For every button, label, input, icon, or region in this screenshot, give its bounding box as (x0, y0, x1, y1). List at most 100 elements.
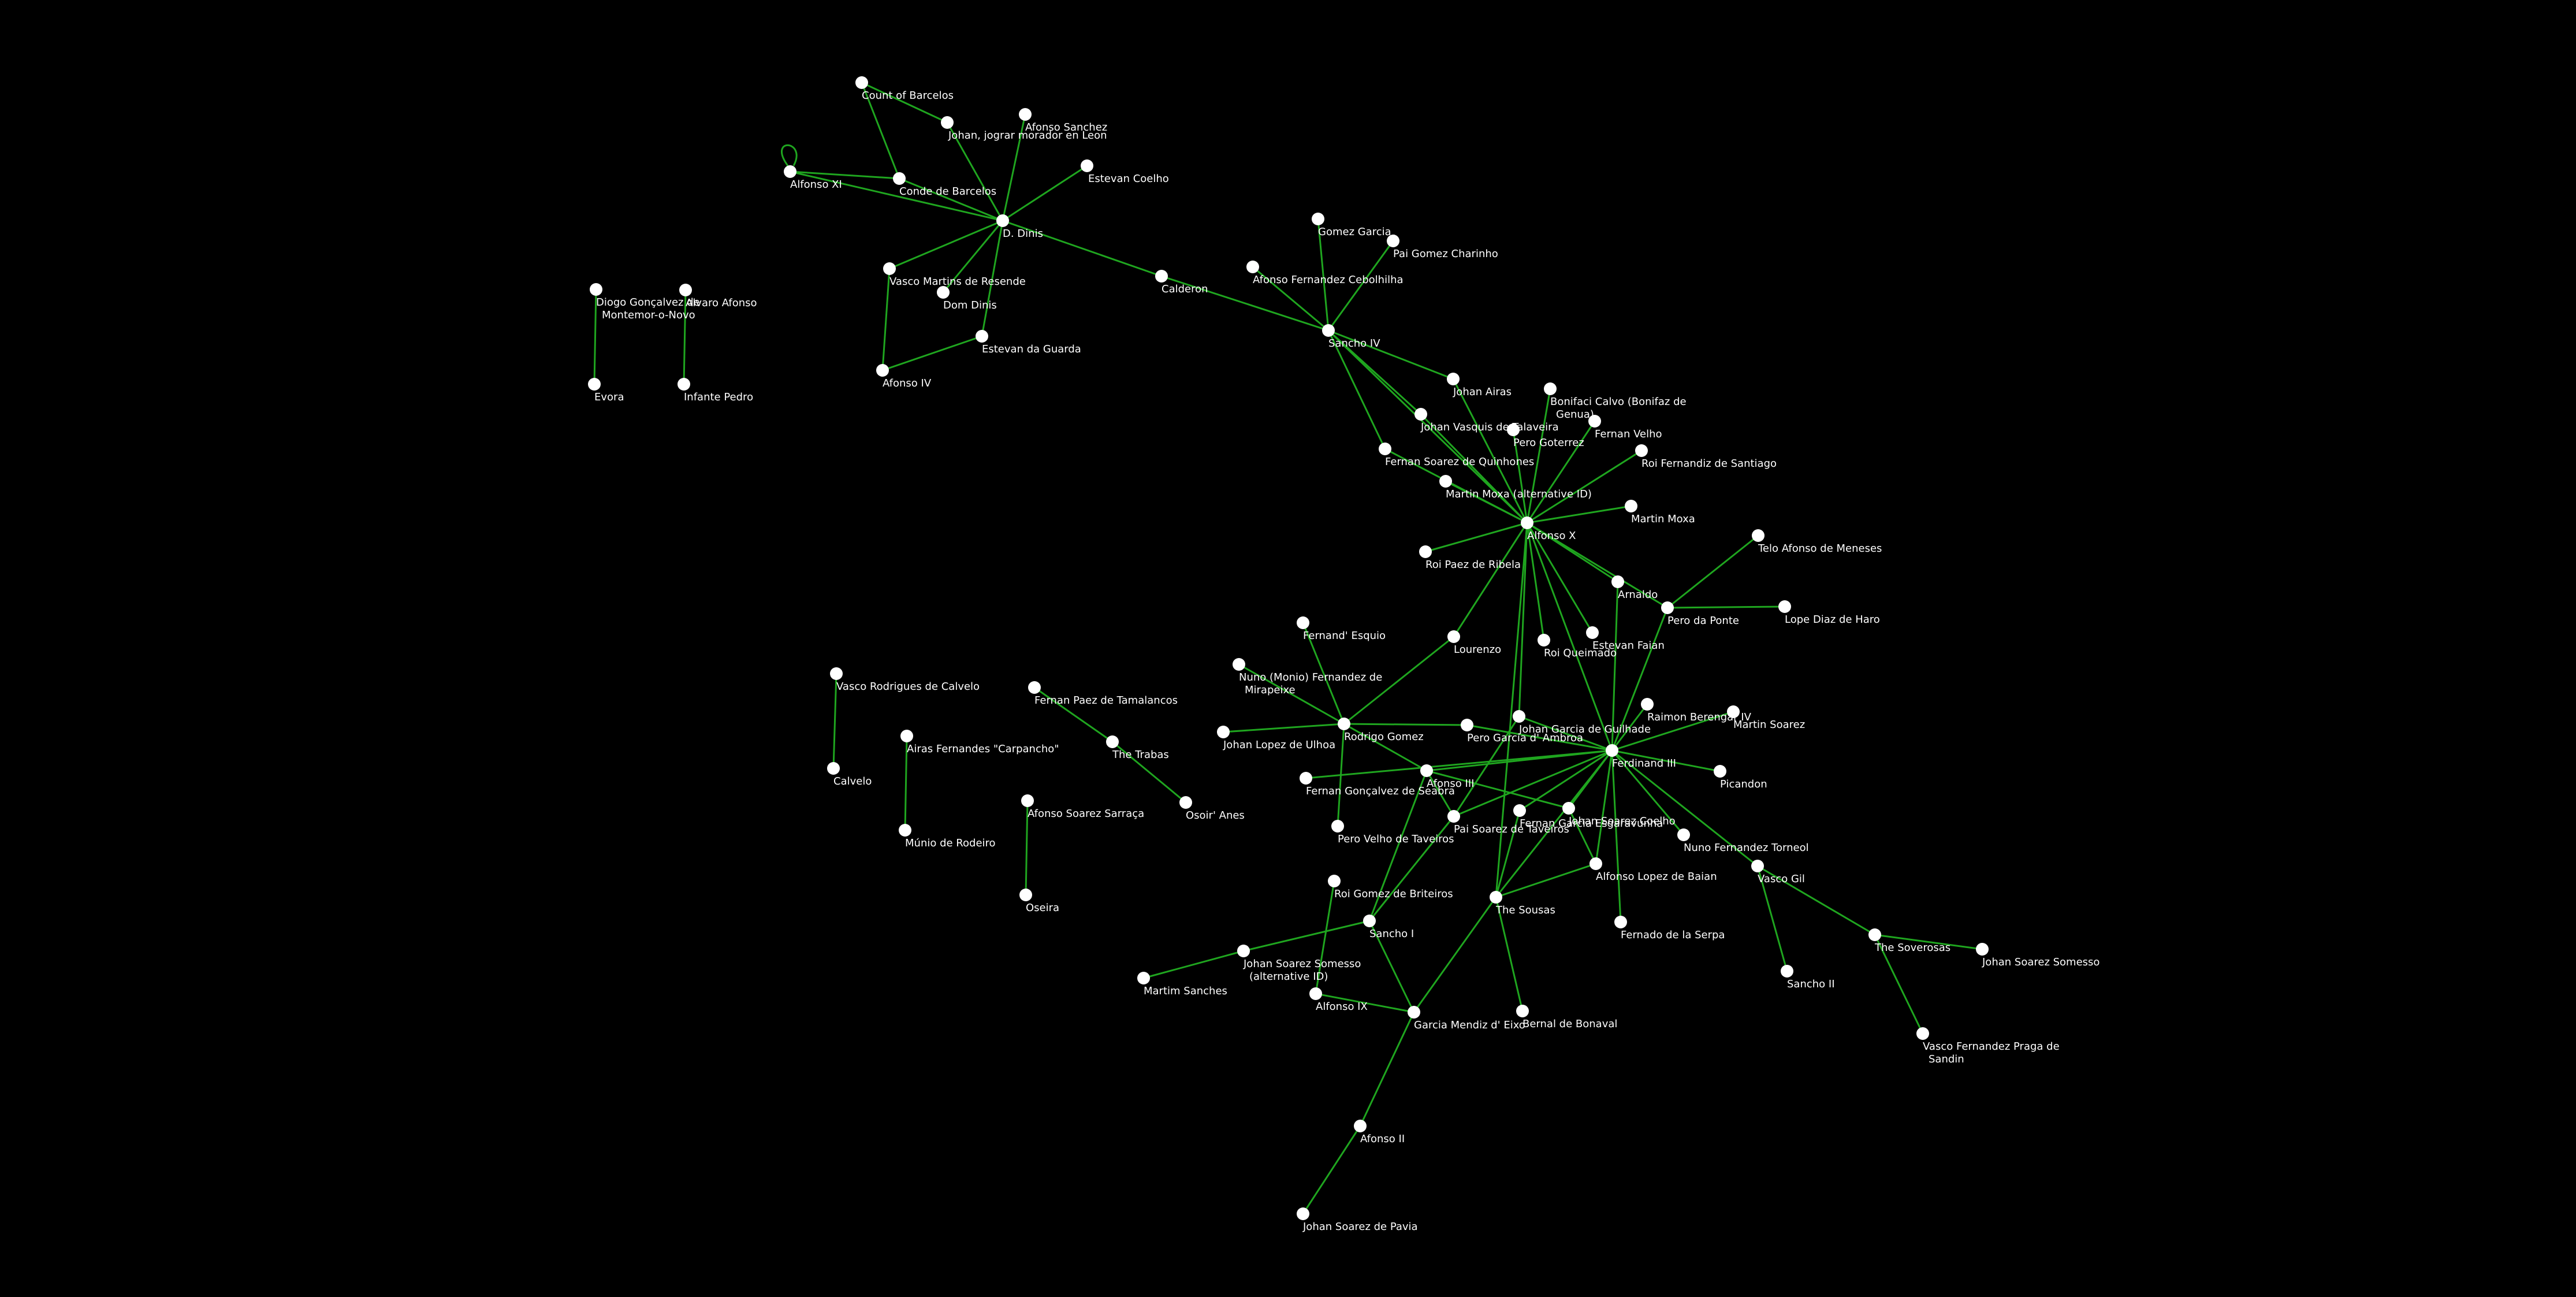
graph-node-fernan-garcia[interactable]: Fernan Garcia Esgaravunha (1513, 804, 1663, 830)
graph-node-johan-somesso-alt[interactable]: Johan Soarez Somesso(alternative ID) (1237, 945, 1361, 983)
node-dot[interactable] (590, 283, 602, 296)
graph-node-johan-airas[interactable]: Johan Airas (1447, 373, 1512, 398)
graph-node-pai-taveiros[interactable]: Pai Soarez de Taveiros (1447, 810, 1569, 835)
graph-node-sancho-ii[interactable]: Sancho II (1781, 965, 1835, 990)
graph-node-the-soverosas[interactable]: The Soverosas (1868, 928, 1950, 954)
graph-node-alvaro[interactable]: Alvaro Afonso (679, 284, 757, 309)
node-dot[interactable] (1588, 415, 1601, 428)
node-dot[interactable] (1490, 891, 1502, 904)
graph-node-pero-velho[interactable]: Pero Velho de Taveiros (1331, 820, 1454, 845)
node-dot[interactable] (1606, 744, 1618, 757)
node-dot[interactable] (1538, 634, 1550, 646)
node-dot[interactable] (677, 378, 690, 391)
graph-node-oseira[interactable]: Oseira (1019, 889, 1059, 914)
graph-node-munio-rodeiro[interactable]: Múnio de Rodeiro (899, 824, 996, 849)
graph-node-martin-soarez[interactable]: Martin Soarez (1727, 705, 1805, 731)
graph-node-pero-garcia[interactable]: Pero Garcia d' Ambroa (1461, 719, 1583, 744)
graph-node-roi-fernandiz[interactable]: Roi Fernandiz de Santiago (1635, 444, 1777, 470)
graph-node-estevan-guarda[interactable]: Estevan da Guarda (976, 330, 1081, 355)
graph-node-pai-gomez[interactable]: Pai Gomez Charinho (1387, 235, 1498, 260)
graph-node-afonso-iv[interactable]: Afonso IV (876, 364, 932, 389)
graph-node-martin-moxa[interactable]: Martin Moxa (1625, 500, 1695, 525)
graph-node-johan-guilhade[interactable]: Johan Garcia de Guilhade (1513, 710, 1651, 735)
node-dot[interactable] (1447, 373, 1460, 385)
node-dot[interactable] (1363, 915, 1376, 927)
node-dot[interactable] (899, 824, 911, 837)
node-dot[interactable] (1408, 1006, 1420, 1019)
node-dot[interactable] (1081, 159, 1093, 172)
graph-node-fernan-quinhones[interactable]: Fernan Soarez de Quinhones (1379, 443, 1534, 468)
graph-node-johan-jograr[interactable]: Johan, jograr morador en Leon (941, 116, 1107, 142)
graph-node-osoir-anes[interactable]: Osoir' Anes (1179, 796, 1245, 822)
node-dot[interactable] (1611, 575, 1624, 588)
graph-node-roi-paez[interactable]: Roi Paez de Ribela (1419, 545, 1521, 571)
node-dot[interactable] (1641, 698, 1654, 711)
node-dot[interactable] (1751, 860, 1764, 872)
graph-node-vasco-gil[interactable]: Vasco Gil (1751, 860, 1805, 885)
node-dot[interactable] (893, 172, 906, 185)
node-dot[interactable] (1419, 545, 1432, 558)
graph-node-alfonso-x[interactable]: Alfonso X (1521, 516, 1576, 542)
node-dot[interactable] (1447, 810, 1460, 823)
node-dot[interactable] (1354, 1120, 1367, 1132)
node-dot[interactable] (1916, 1027, 1929, 1040)
node-dot[interactable] (1309, 987, 1322, 1000)
graph-node-alfonso-xi[interactable]: Alfonso XI (784, 165, 842, 191)
node-dot[interactable] (1868, 928, 1881, 941)
node-dot[interactable] (996, 214, 1009, 227)
node-dot[interactable] (1521, 516, 1533, 529)
node-dot[interactable] (1179, 796, 1192, 809)
graph-node-afonso-sanchez[interactable]: Afonso Sanchez (1019, 108, 1107, 133)
graph-node-calvelo[interactable]: Calvelo (827, 762, 872, 787)
graph-node-the-sousas[interactable]: The Sousas (1490, 891, 1555, 916)
node-dot[interactable] (1297, 1207, 1309, 1220)
graph-node-fernan-tamalancos[interactable]: Fernan Paez de Tamalancos (1028, 681, 1178, 707)
node-dot[interactable] (1586, 626, 1599, 639)
graph-node-calderon[interactable]: Calderon (1155, 270, 1208, 295)
graph-node-lourenzo[interactable]: Lourenzo (1447, 630, 1501, 656)
node-dot[interactable] (1387, 235, 1399, 247)
node-dot[interactable] (1677, 828, 1690, 841)
graph-node-johan-coelho[interactable]: Johan Soarez Coelho (1562, 802, 1676, 827)
node-dot[interactable] (1297, 616, 1309, 629)
graph-node-count-barcelos[interactable]: Count of Barcelos (855, 76, 954, 102)
node-dot[interactable] (1778, 600, 1791, 613)
node-dot[interactable] (1714, 765, 1726, 778)
node-dot[interactable] (1589, 857, 1602, 870)
node-dot[interactable] (1300, 772, 1312, 785)
node-dot[interactable] (941, 116, 954, 129)
node-dot[interactable] (1379, 443, 1391, 455)
node-dot[interactable] (1414, 408, 1427, 421)
node-dot[interactable] (784, 165, 796, 178)
node-dot[interactable] (1752, 529, 1765, 542)
node-dot[interactable] (1246, 261, 1259, 273)
node-dot[interactable] (1155, 270, 1168, 283)
node-dot[interactable] (1331, 820, 1344, 833)
graph-node-alfonso-baian[interactable]: Alfonso Lopez de Baian (1589, 857, 1717, 883)
node-dot[interactable] (1338, 718, 1350, 730)
graph-node-the-trabas[interactable]: The Trabas (1106, 735, 1169, 761)
node-dot[interactable] (1439, 475, 1452, 488)
graph-node-roi-briteiros[interactable]: Roi Gomez de Briteiros (1328, 875, 1453, 900)
graph-node-johan-ulhoa[interactable]: Johan Lopez de Ulhoa (1217, 726, 1335, 751)
node-dot[interactable] (827, 762, 840, 775)
graph-node-arnaldo[interactable]: Arnaldo (1611, 575, 1658, 601)
graph-node-dom-dinis[interactable]: Dom Dinis (937, 286, 997, 311)
node-dot[interactable] (900, 730, 913, 742)
graph-node-telo-afonso[interactable]: Telo Afonso de Meneses (1752, 529, 1882, 555)
node-dot[interactable] (1237, 945, 1250, 957)
graph-node-fernan-seabra[interactable]: Fernan Gonçalvez de Seabra (1300, 772, 1455, 797)
graph-node-johan-vasquis[interactable]: Johan Vasquis de Talaveira (1414, 408, 1559, 433)
node-dot[interactable] (1328, 875, 1341, 887)
node-dot[interactable] (588, 378, 601, 391)
node-dot[interactable] (1507, 423, 1520, 436)
node-dot[interactable] (1312, 213, 1324, 225)
node-dot[interactable] (1447, 630, 1460, 643)
node-dot[interactable] (1727, 705, 1740, 718)
graph-node-infante-pedro[interactable]: Infante Pedro (677, 378, 753, 403)
graph-node-raimon[interactable]: Raimon Berengar IV (1641, 698, 1752, 723)
graph-node-fernando-serpa[interactable]: Fernado de la Serpa (1614, 916, 1725, 941)
node-dot[interactable] (1544, 382, 1557, 395)
